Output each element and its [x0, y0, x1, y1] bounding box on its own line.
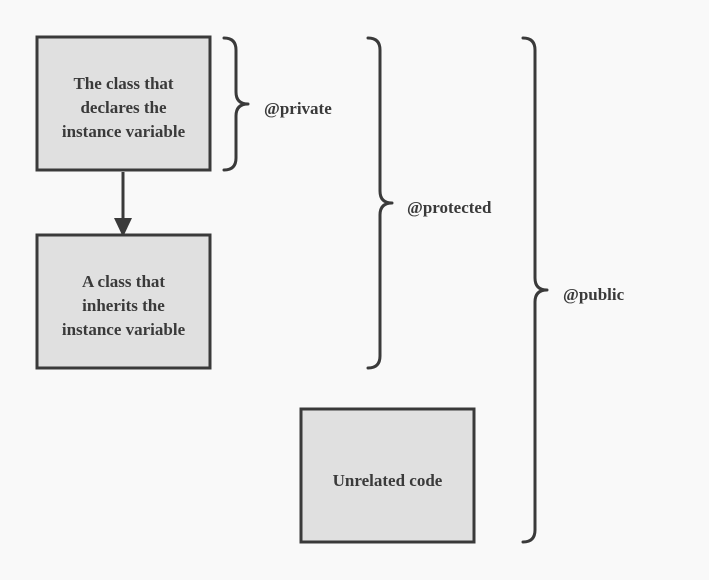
- declaring-class-line-3: instance variable: [62, 122, 186, 141]
- public-brace: [521, 36, 549, 544]
- inheriting-class-line-2: inherits the: [82, 296, 165, 315]
- protected-brace: [366, 36, 394, 370]
- declaring-class-box: The class that declares the instance var…: [35, 35, 212, 172]
- inheriting-class-line-1: A class that: [82, 272, 165, 291]
- inheriting-class-line-3: instance variable: [62, 320, 186, 339]
- unrelated-code-label: Unrelated code: [333, 471, 443, 490]
- declaring-class-line-2: declares the: [80, 98, 167, 117]
- unrelated-code-box: Unrelated code: [299, 407, 476, 544]
- inheritance-arrow: [114, 172, 132, 237]
- protected-label: @protected: [407, 198, 492, 217]
- private-brace: [222, 36, 250, 172]
- private-label: @private: [264, 99, 332, 118]
- declaring-class-line-1: The class that: [73, 74, 173, 93]
- inheriting-class-box: A class that inherits the instance varia…: [35, 233, 212, 370]
- public-label: @public: [563, 285, 625, 304]
